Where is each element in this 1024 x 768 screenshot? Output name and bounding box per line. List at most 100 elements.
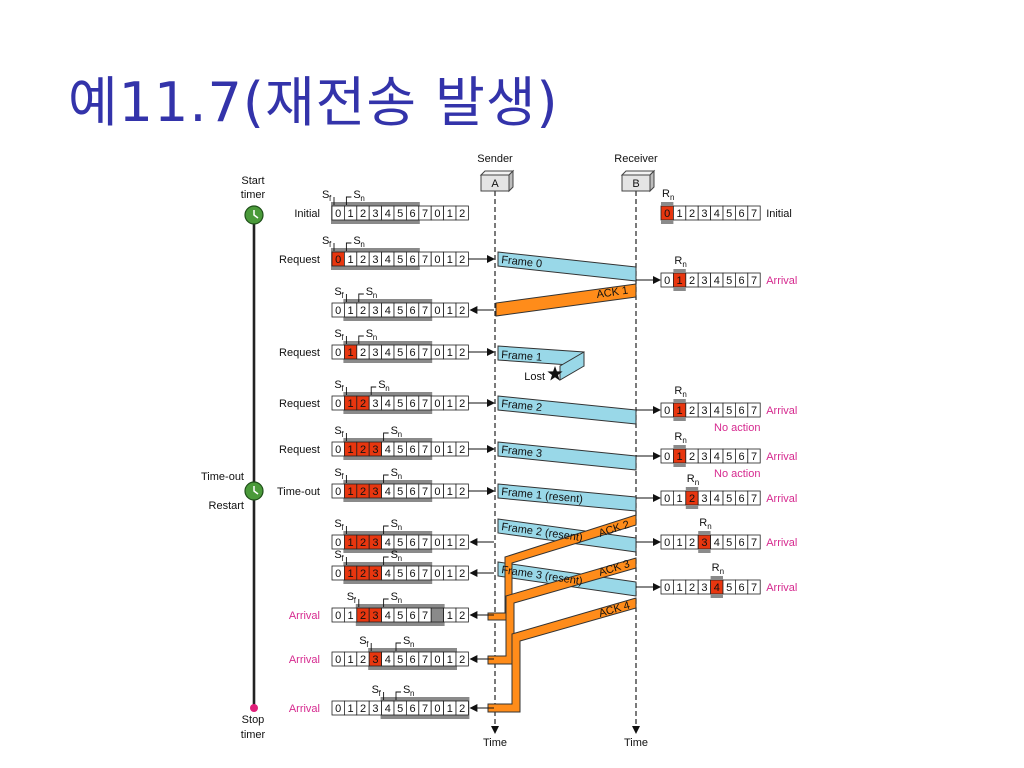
receiver-cell-value: 1 [677, 405, 683, 417]
receiver-cell-value: 1 [677, 208, 683, 220]
sender-event-label: Request [279, 444, 320, 456]
receiver-window-top [673, 399, 686, 403]
sn-label: S [391, 518, 398, 530]
receiver-cell [747, 448, 761, 464]
sender-cell-value: 0 [335, 254, 341, 266]
receiver-cell-value: 0 [664, 582, 670, 594]
sender-cell-value: 1 [348, 444, 354, 456]
sender-cell [430, 607, 445, 623]
sender-cell-value: 5 [397, 568, 403, 580]
sf-subscript: f [341, 333, 344, 342]
receiver-window-top [673, 269, 686, 273]
sender-cell-value: 5 [397, 703, 403, 715]
sender-cell-value: 3 [372, 537, 378, 549]
sn-pointer [345, 242, 352, 251]
sn-pointer [395, 642, 401, 651]
rn-subscript: n [670, 193, 674, 202]
receiver-cell-value: 2 [689, 451, 695, 463]
sf-label: S [322, 235, 329, 247]
sender-cell-value: 5 [397, 254, 403, 266]
sender-cell-value: 0 [335, 703, 341, 715]
sf-label: S [334, 518, 341, 530]
receiver-cell-value: 0 [664, 275, 670, 287]
receiver-box-side [649, 169, 655, 193]
sender-cell [455, 607, 469, 623]
receiver-cell-value: 5 [726, 208, 732, 220]
sn-pointer [383, 474, 389, 483]
sender-event-label: Arrival [289, 703, 320, 715]
ack-band [487, 597, 637, 713]
sender-cell [455, 302, 469, 318]
receiver-cell-value: 3 [701, 451, 707, 463]
sender-cell-value: 0 [335, 486, 341, 498]
sender-cell-value: 3 [372, 568, 378, 580]
sender-cell-value: 1 [447, 486, 453, 498]
frame-label: Frame 3 [501, 444, 543, 460]
sender-cell-value: 5 [397, 654, 403, 666]
sender-label: Sender [477, 153, 513, 165]
ack-band [495, 283, 637, 317]
receiver-cell-value: 0 [664, 451, 670, 463]
receiver-cell [747, 272, 761, 288]
rn-label: R [674, 431, 682, 443]
receiver-window-bottom [685, 505, 699, 509]
receiver-time-label: Time [624, 737, 648, 749]
receiver-cell-value: 2 [689, 493, 695, 505]
stop-timer-label: timer [241, 729, 266, 741]
sn-subscript: n [398, 596, 402, 605]
sender-cell-value: 3 [372, 347, 378, 359]
frame-label: Frame 1 [501, 349, 543, 364]
receiver-cell-value: 5 [726, 275, 732, 287]
sn-subscript: n [398, 523, 402, 532]
sender-cell-value: 6 [410, 654, 416, 666]
sender-cell-value: 2 [360, 398, 366, 410]
rn-label: R [687, 473, 695, 485]
sender-cell-value: 1 [348, 208, 354, 220]
sender-cell-value: 1 [447, 208, 453, 220]
sender-cell-value: 0 [434, 347, 440, 359]
sender-cell-value: 1 [348, 537, 354, 549]
receiver-event-label: Arrival [766, 451, 797, 463]
sender-cell-value: 2 [360, 610, 366, 622]
receiver-window-top [661, 202, 674, 206]
sender-cell-value: 1 [447, 444, 453, 456]
sender-cell-value: 3 [372, 486, 378, 498]
sender-cell-value: 0 [434, 305, 440, 317]
sender-cell-value: 1 [447, 347, 453, 359]
sf-label: S [359, 635, 366, 647]
sender-event-label: Arrival [289, 654, 320, 666]
sn-subscript: n [385, 384, 389, 393]
receiver-cell-value: 7 [751, 451, 757, 463]
receiver-cell-value: 5 [726, 493, 732, 505]
sender-cell-value: 0 [434, 208, 440, 220]
sender-cell [455, 700, 469, 716]
sender-cell-value: 0 [434, 654, 440, 666]
receiver-window-top [673, 445, 686, 449]
receiver-note: No action [714, 468, 760, 480]
receiver-cell-value: 7 [751, 405, 757, 417]
sender-cell-value: 5 [397, 444, 403, 456]
receiver-cell-value: 6 [739, 208, 745, 220]
sender-cell-value: 0 [434, 568, 440, 580]
sender-cell-value: 1 [348, 486, 354, 498]
receiver-cell-value: 1 [677, 451, 683, 463]
receiver-cell-value: 6 [739, 275, 745, 287]
sender-cell-value: 2 [360, 444, 366, 456]
sender-cell-value: 4 [385, 254, 391, 266]
sender-cell-value: 1 [447, 703, 453, 715]
sender-cell-value: 1 [447, 537, 453, 549]
sf-label: S [334, 549, 341, 561]
receiver-cell [747, 579, 761, 595]
sn-label: S [353, 235, 360, 247]
lost-frame-band-fold [559, 351, 585, 381]
sender-cell-value: 2 [360, 568, 366, 580]
sender-cell-value: 0 [434, 703, 440, 715]
receiver-event-label: Arrival [766, 582, 797, 594]
rn-subscript: n [682, 390, 686, 399]
sender-cell-value: 2 [459, 703, 465, 715]
sender-cell-value: 7 [422, 208, 428, 220]
sender-cell-value: 1 [447, 568, 453, 580]
ack-band [487, 557, 637, 665]
receiver-cell-value: 1 [677, 275, 683, 287]
sender-cell-value: 1 [348, 654, 354, 666]
